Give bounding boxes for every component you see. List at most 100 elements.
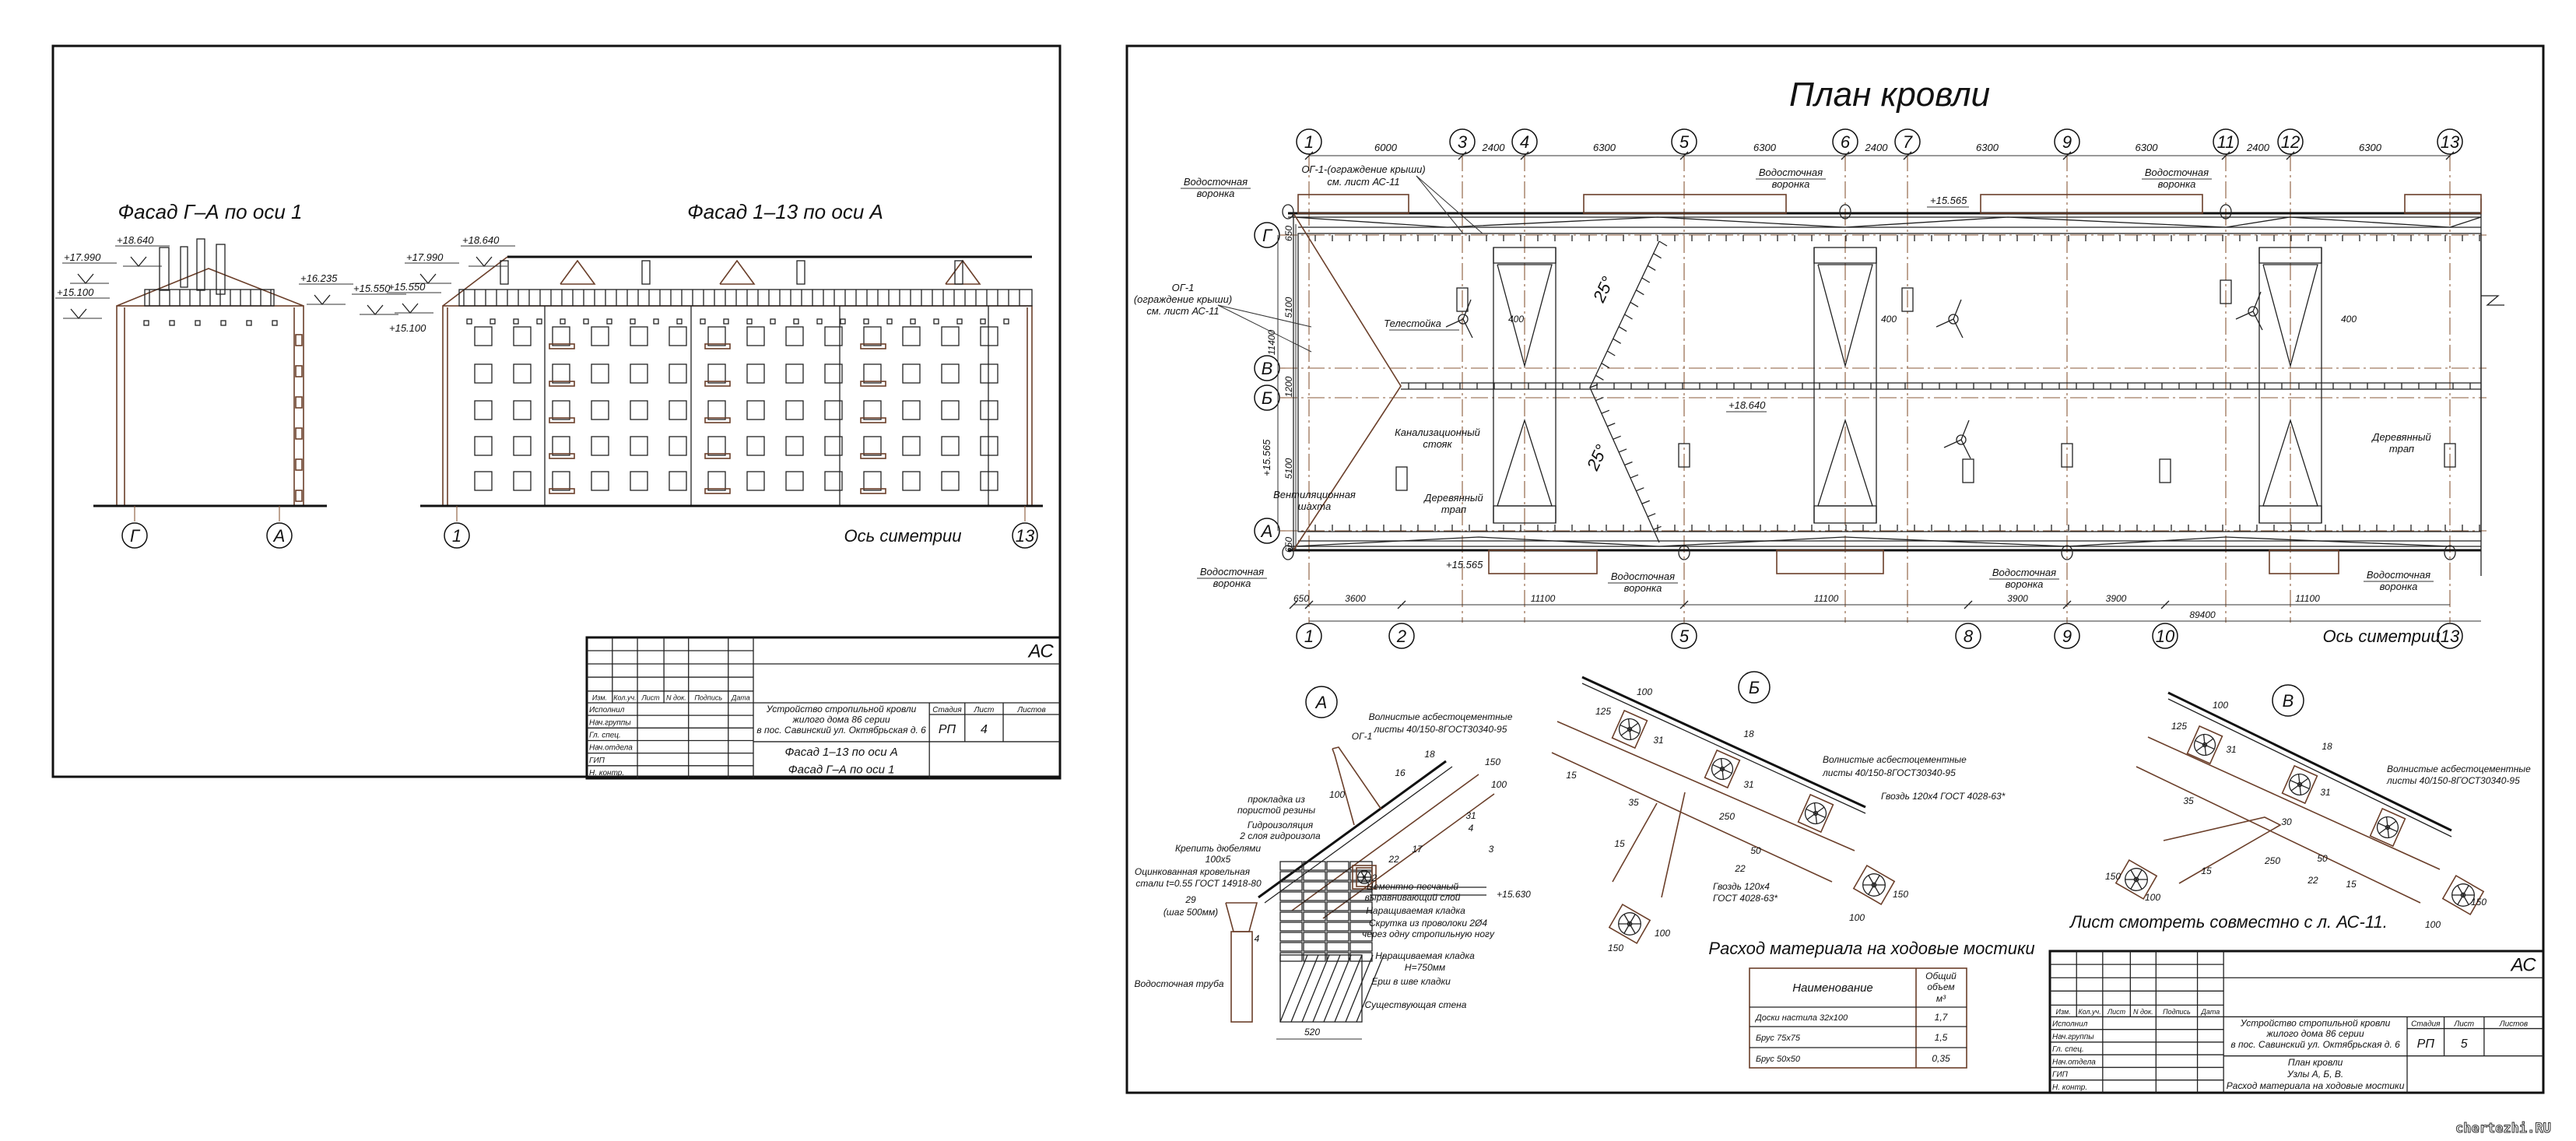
growth-ray <box>2457 885 2464 896</box>
brick <box>1349 942 1373 952</box>
timber-section-icon <box>1797 793 1834 834</box>
balcony <box>549 343 575 349</box>
valley-hatch <box>1613 338 1622 344</box>
dim-tick <box>1679 151 1689 160</box>
timber-section <box>2369 807 2406 848</box>
funnel-label: воронка <box>1197 188 1235 199</box>
axis-marker-bottom-circle <box>1671 623 1697 649</box>
tb-sheet-title: Узлы А, Б, В. <box>2286 1069 2343 1080</box>
parapet-block <box>1583 194 1787 214</box>
vent-hole <box>606 318 612 325</box>
wall-hatch <box>1312 954 1341 1023</box>
leader <box>1416 175 1483 234</box>
axis-marker-bottom-circle <box>2437 623 2463 649</box>
growth-ray <box>2195 744 2206 752</box>
tb-header-cell: Изм. <box>2056 1008 2071 1016</box>
window <box>824 326 843 346</box>
window <box>707 400 726 420</box>
vent-hole <box>700 318 706 325</box>
bottom-dimension: 3900 <box>2106 593 2127 604</box>
vent-hole <box>793 318 799 325</box>
growth-ray <box>1623 923 1630 934</box>
growth-ray <box>2387 827 2390 838</box>
vent-hole <box>169 320 175 326</box>
tb-role: Нач.группы <box>2052 1033 2094 1041</box>
dim-tick <box>2160 600 2170 609</box>
axis-marker-left-circle <box>1254 384 1280 411</box>
side-balcony <box>295 396 303 409</box>
top-dimension: 2400 <box>1482 142 1506 153</box>
funnel-label: Водосточная <box>2367 569 2430 581</box>
top-dimension: 6000 <box>1374 142 1398 153</box>
balcony <box>549 453 575 459</box>
axis-marker-label: 1 <box>452 526 462 546</box>
axis-marker-top-circle <box>1511 128 1538 155</box>
axis-marker-left-circle <box>1254 222 1280 248</box>
tb-project-line: жилого дома 86 серии <box>2266 1028 2364 1039</box>
side-balcony <box>295 334 303 346</box>
vent-hole <box>956 318 963 325</box>
watermark: chertezhi.RU <box>2455 1121 2551 1136</box>
valley-hatch <box>1589 384 1599 388</box>
node-a-position: 100 <box>1491 779 1507 790</box>
node-a-label: H=750мм <box>1405 962 1445 973</box>
elevation-mark: +17.990 <box>64 251 101 263</box>
roof-funnel-icon <box>2220 204 2232 219</box>
axis-marker-bottom-label: 1 <box>1304 627 1314 646</box>
axis-marker-left-circle <box>1254 518 1280 544</box>
vent-hole <box>583 318 589 325</box>
roof-funnel-icon <box>1839 204 1851 219</box>
rafter-top <box>1291 774 1479 911</box>
elevation-label: +18.640 <box>1728 399 1766 411</box>
node-v-position: 15 <box>2201 865 2212 876</box>
tb-sheet-title: Расход материала на ходовые мостики <box>2227 1080 2405 1091</box>
elevation-arrow <box>402 303 419 314</box>
vent-hole <box>816 318 823 325</box>
tb-stage-label: Стадия <box>2411 1020 2441 1028</box>
growth-ray <box>2462 885 2469 896</box>
node-a-mark-circle <box>1305 686 1338 718</box>
axis-marker-left-label: В <box>1262 359 1273 378</box>
dormer-vent <box>719 259 756 285</box>
growth-ray <box>1713 768 1723 776</box>
funnel-label: воронка <box>1213 578 1251 589</box>
node-a-position: 3 <box>1489 844 1494 855</box>
vent-shaft <box>1901 287 1914 312</box>
node-a-label: Существующая стена <box>1365 999 1467 1010</box>
window <box>785 436 804 456</box>
window <box>824 436 843 456</box>
antenna-guy <box>1943 439 1962 448</box>
node-a-position: 18 <box>1424 749 1435 760</box>
growth-ray <box>1815 813 1818 824</box>
funnel-label: воронка <box>2380 581 2418 592</box>
elevation-mark: +15.550 <box>353 283 391 294</box>
antenna-guy <box>2252 291 2262 312</box>
wall-hatch <box>1290 954 1319 1023</box>
fence-og1 <box>1332 748 1355 826</box>
dormer-frame <box>1493 505 1556 524</box>
funnel-label: Водосточная <box>1611 570 1675 582</box>
roof-funnel-icon <box>1678 545 1690 560</box>
sewer-label: Канализационный <box>1395 427 1480 438</box>
node-b-position: 150 <box>1893 889 1908 900</box>
growth-ray <box>2299 784 2302 795</box>
tb-role: Исполнил <box>589 706 625 714</box>
offset-dimension: 400 <box>1508 314 1524 325</box>
brick <box>1326 861 1349 871</box>
table-cell-name: Доски настила 32х100 <box>1754 1013 1848 1023</box>
timber-section-icon <box>2281 764 2318 805</box>
axis-marker-left-label: Г <box>1262 226 1273 245</box>
elevation-arrow <box>130 256 147 268</box>
tb-role: ГИП <box>589 757 605 765</box>
valley-hatch <box>1658 240 1668 247</box>
dim-tick <box>1903 151 1912 160</box>
tb-header-cell: Кол.уч. <box>2078 1008 2100 1016</box>
node-a-label: 520 <box>1304 1027 1320 1037</box>
growth-ray <box>2195 739 2206 746</box>
top-dimension: 6300 <box>1976 142 1999 153</box>
roof-funnel-icon <box>1282 204 1294 219</box>
window <box>552 436 570 456</box>
balcony <box>549 417 575 423</box>
